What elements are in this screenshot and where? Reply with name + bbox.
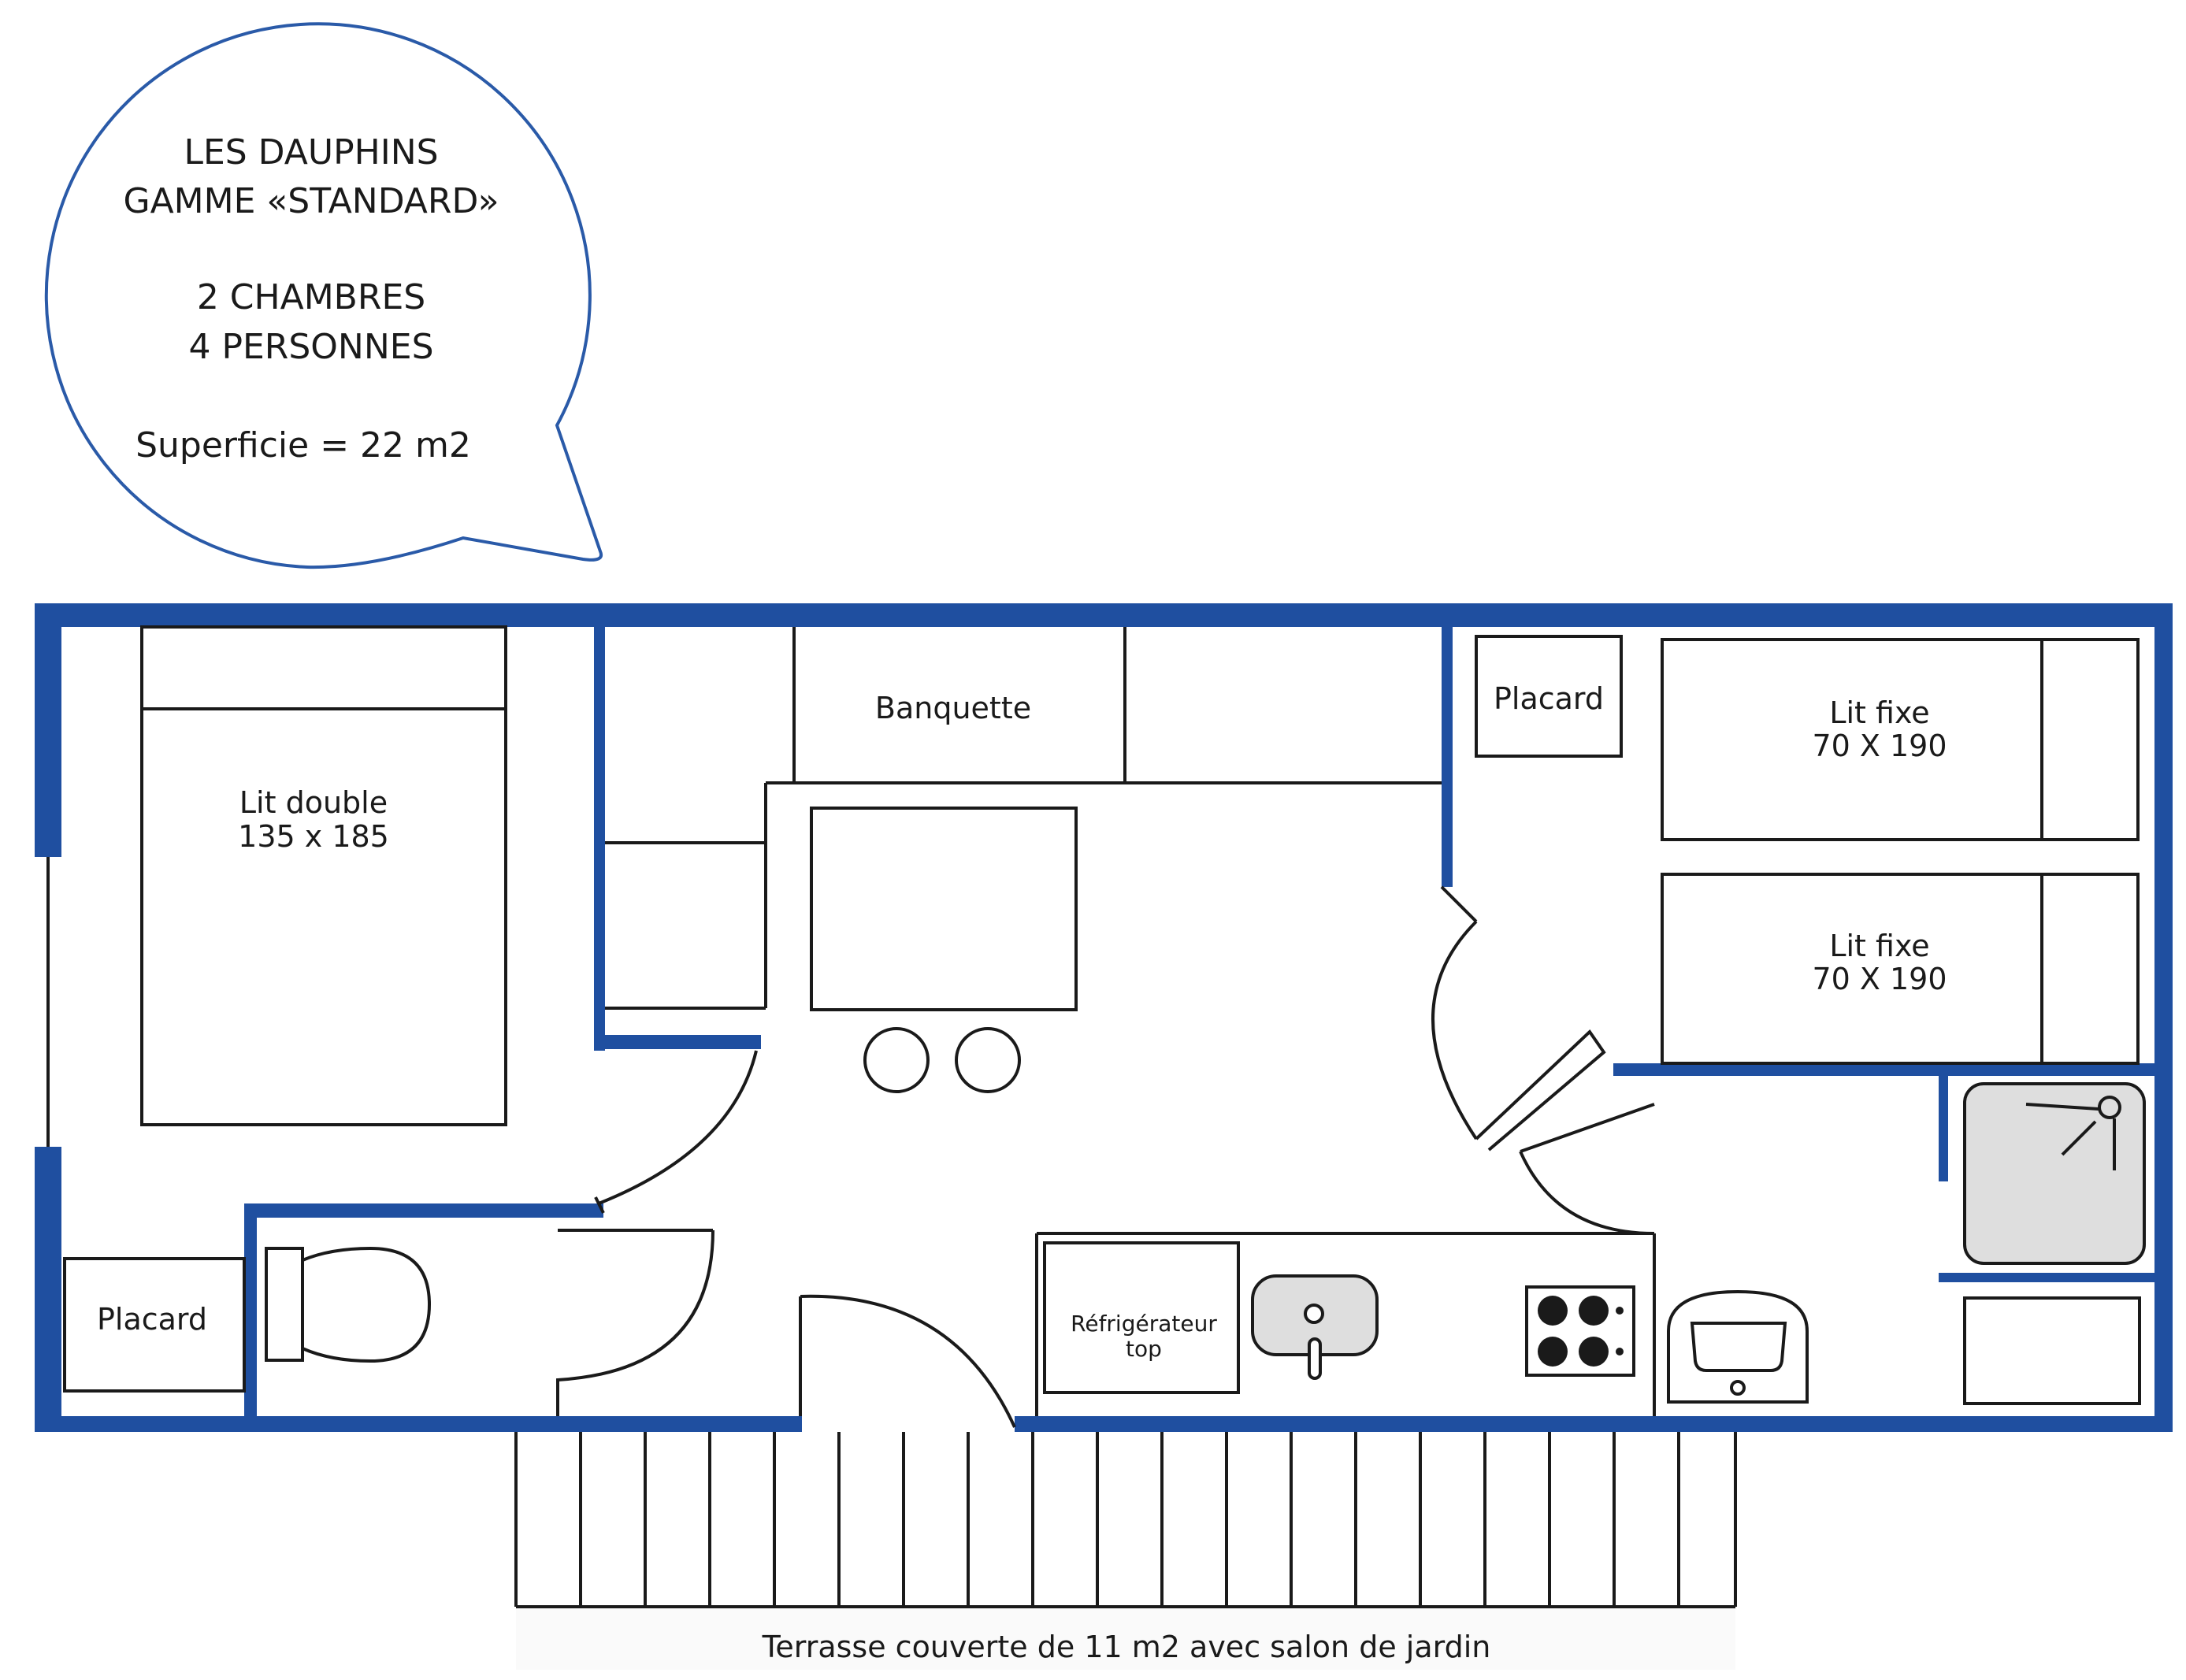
single-bed-2-size: 70 X 190 [1812,962,1947,996]
bubble-rooms-line: 2 CHAMBRES [197,277,425,317]
wall-right [2154,603,2173,1432]
fridge [1043,1241,1240,1394]
kitchen: Réfrigérateur top [1035,1232,1656,1416]
door-entrance [800,1294,1016,1428]
washbasin-icon [1667,1289,1809,1404]
wall-wc-left [244,1203,257,1416]
wall-left-upper [35,603,61,857]
wall-bath-vertical [1939,1076,1948,1181]
wall-wc-top [244,1203,603,1218]
shower-icon [1963,1082,2146,1265]
dining-table [810,807,1078,1093]
burner-3 [1538,1337,1568,1367]
banquette: Banquette [766,627,1442,784]
wall-top [35,603,2173,627]
wall-living-stub [594,1035,761,1049]
wall-living-left [594,627,605,1051]
double-bed-size: 135 x 185 [238,819,389,854]
door-wc [556,1229,714,1416]
placard-right-label: Placard [1494,681,1604,716]
wall-bedroom-right-a [1442,627,1453,887]
single-bed-2-label: Lit fixe [1829,929,1929,963]
banquette-label: Banquette [875,691,1031,725]
burner-1 [1538,1296,1568,1326]
terrace: Terrasse couverte de 11 m2 avec salon de… [514,1432,1737,1670]
placard-left-label: Placard [97,1302,207,1337]
bubble-area-line: Superficie = 22 m2 [135,425,471,465]
stool-1 [863,1027,930,1093]
fridge-label-2: top [1126,1336,1162,1362]
placard-right: Placard [1475,635,1623,758]
bubble-title-line2: GAMME «STANDARD» [123,181,499,221]
bubble-title-line1: LES DAUPHINS [184,132,438,172]
walls [35,603,2173,1432]
single-bed-1: Lit fixe 70 X 190 [1661,638,2140,841]
stool-2 [955,1027,1021,1093]
wall-bottom-right [1015,1416,2173,1432]
single-bed-1-label: Lit fixe [1829,695,1929,730]
bubble-persons-line: 4 PERSONNES [188,327,433,367]
single-bed-1-size: 70 X 190 [1812,729,1947,763]
double-bed: Lit double 135 x 185 [140,625,507,1126]
terrace-slats [514,1432,1737,1607]
double-bed-label: Lit double [239,785,388,820]
wall-bottom-left [35,1416,802,1432]
info-bubble: LES DAUPHINS GAMME «STANDARD» 2 CHAMBRES… [44,22,603,569]
wall-left-lower [35,1147,61,1432]
single-bed-2: Lit fixe 70 X 190 [1661,873,2140,1065]
fridge-label-1: Réfrigérateur [1071,1311,1217,1337]
door-bathroom [1519,1151,1655,1235]
terrace-caption: Terrasse couverte de 11 m2 avec salon de… [762,1630,1491,1664]
bath-cabinet [1963,1296,2141,1405]
door-children-room [1431,920,1478,1140]
door-bedroom [598,1050,758,1205]
bubble-outline [44,22,603,569]
bench-left [605,783,767,1010]
burner-2 [1579,1296,1609,1326]
placard-left: Placard [63,1257,246,1393]
toilet-icon [265,1246,432,1363]
wall-bath-horizontal [1613,1063,2154,1076]
burner-4 [1579,1337,1609,1367]
wall-shower-bottom [1939,1273,2154,1282]
